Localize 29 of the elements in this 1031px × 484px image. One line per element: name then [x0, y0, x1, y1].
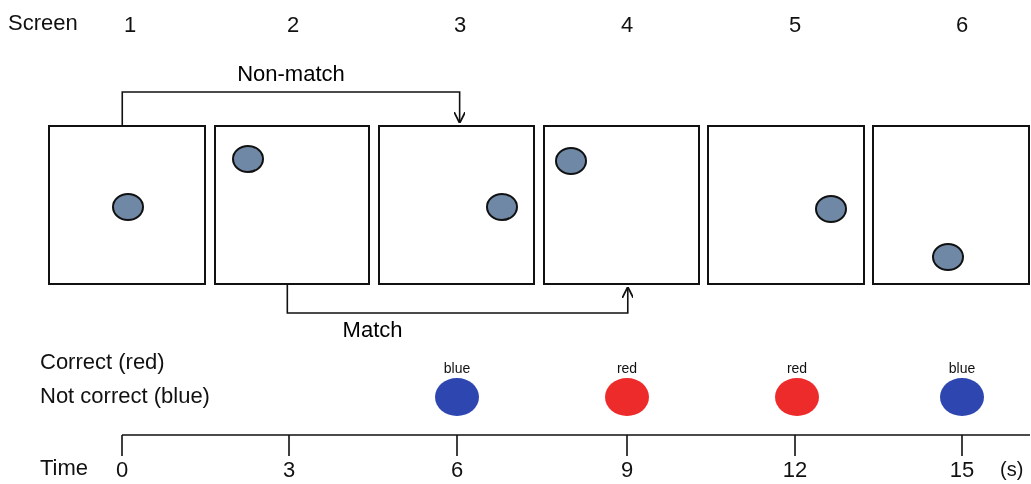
feedback-label: red: [786, 361, 808, 375]
feedback-legend: Correct (red): [40, 351, 165, 373]
screen-number: 4: [620, 14, 634, 36]
feedback-legend: Not correct (blue): [40, 385, 210, 407]
screen-number: 3: [453, 14, 467, 36]
screen-box: [543, 125, 700, 285]
axis-unit: (s): [1000, 459, 1024, 479]
tick-label: 9: [620, 459, 634, 481]
tick-label: 12: [782, 459, 808, 481]
tick-label: 6: [450, 459, 464, 481]
screen-number: 5: [788, 14, 802, 36]
feedback-label: blue: [443, 361, 471, 375]
tick-label: 3: [282, 459, 296, 481]
feedback-label: red: [616, 361, 638, 375]
screen-box: [378, 125, 535, 285]
arrow: [286, 284, 635, 314]
arrow: [121, 91, 467, 126]
tick-label: 15: [949, 459, 975, 481]
tick-label: 0: [115, 459, 129, 481]
screen-box: [707, 125, 865, 285]
row-heading: Screen: [8, 12, 78, 34]
screen-number: 1: [123, 14, 137, 36]
screen-number: 2: [286, 14, 300, 36]
screen-box: [872, 125, 1030, 285]
screen-number: 6: [955, 14, 969, 36]
screen-box: [214, 125, 370, 285]
screen-box: [48, 125, 206, 285]
axis-title: Time: [40, 457, 89, 479]
feedback-label: blue: [948, 361, 976, 375]
